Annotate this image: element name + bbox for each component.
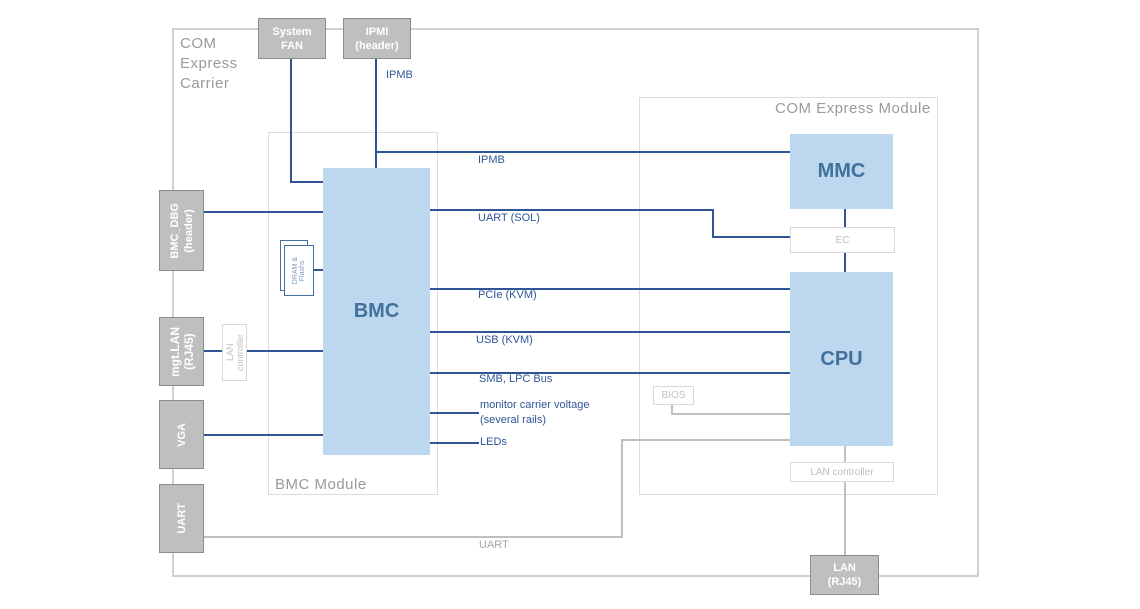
- uart-label: UART: [175, 503, 188, 534]
- pcie-kvm-bus-label: PCIe (KVM): [478, 289, 537, 301]
- ipmi-header-connector: IPMI (header): [343, 18, 411, 59]
- bmc-dbg-line: [203, 211, 324, 213]
- bios-line-v: [671, 404, 673, 415]
- system-fan-connector: System FAN: [258, 18, 326, 59]
- vga-label: VGA: [175, 422, 188, 447]
- bmc-module-label: BMC Module: [275, 476, 367, 493]
- uart-console-line-v: [621, 439, 623, 537]
- lan-label: LAN (RJ45): [827, 562, 862, 588]
- mgt-lan-label: mgt.LAN (RJ45): [167, 326, 196, 377]
- com-express-module-frame: [639, 97, 938, 495]
- mmc-ec-line: [844, 208, 846, 227]
- ipmi-header-label: IPMI (header): [355, 25, 399, 52]
- ec-block: EC: [790, 227, 895, 253]
- ipmb-header-bus-label: IPMB: [386, 69, 413, 81]
- com-express-module-label: COM Express Module: [775, 100, 931, 117]
- leds-line: [429, 442, 479, 444]
- uart-connector: UART: [159, 484, 204, 553]
- usb-line: [429, 331, 790, 333]
- monitor-voltage-bus-label: monitor carrier voltage (several rails): [480, 399, 590, 426]
- smb-lpc-line: [429, 372, 790, 374]
- system-fan-label: System FAN: [272, 25, 312, 52]
- carrier-label: COM Express Carrier: [180, 35, 238, 92]
- mgt-lan-line: [203, 350, 324, 352]
- bmc-module-frame: [268, 132, 438, 495]
- pcie-line: [429, 288, 790, 290]
- bios-line-h: [671, 413, 790, 415]
- bios-label: BIOS: [661, 390, 686, 401]
- bmc-dbg-label: BMC_DBG (header): [168, 202, 195, 259]
- mmc-label: MMC: [817, 160, 866, 182]
- cpu-lan-line-b: [844, 481, 846, 556]
- bmc-chip: BMC: [323, 168, 430, 455]
- bmc-label: BMC: [353, 300, 400, 322]
- ipmb-line: [376, 151, 790, 153]
- smb-lpc-bus-label: SMB, LPC Bus: [479, 373, 553, 385]
- vga-connector: VGA: [159, 400, 204, 469]
- lan-connector: LAN (RJ45): [810, 555, 879, 595]
- leds-bus-label: LEDs: [480, 436, 507, 448]
- bmc-dbg-connector: BMC_DBG (header): [159, 190, 204, 271]
- ec-label: EC: [835, 234, 850, 246]
- com-express-carrier-frame: [172, 28, 979, 577]
- dram-flash-block: DRAM & Flashs: [284, 245, 314, 296]
- fan-line-h: [290, 181, 324, 183]
- cpu-chip: CPU: [790, 272, 893, 446]
- bios-block: BIOS: [653, 386, 694, 405]
- vga-line: [203, 434, 324, 436]
- mgt-lan-connector: mgt.LAN (RJ45): [159, 317, 204, 386]
- usb-kvm-bus-label: USB (KVM): [476, 334, 533, 346]
- dram-line: [313, 269, 324, 271]
- fan-line-v: [290, 58, 292, 182]
- bmc-lan-controller: LAN controller: [222, 324, 247, 381]
- uart-sol-line-a: [429, 209, 714, 211]
- uart-sol-line-b: [712, 236, 791, 238]
- mmc-chip: MMC: [790, 134, 893, 209]
- cpu-lan-controller-label: LAN controller: [810, 466, 874, 478]
- dram-flash-label: DRAM & Flashs: [292, 256, 306, 285]
- cpu-label: CPU: [820, 347, 863, 370]
- uart-sol-line-v: [712, 209, 714, 238]
- ipmb-bus-label: IPMB: [478, 154, 505, 166]
- uart-console-line-a: [622, 439, 790, 441]
- uart-sol-bus-label: UART (SOL): [478, 212, 540, 224]
- ipmi-header-line: [375, 58, 377, 169]
- uart-console-bus-label: UART: [479, 539, 509, 551]
- monitor-voltage-line: [429, 412, 479, 414]
- uart-console-line-b: [203, 536, 623, 538]
- cpu-lan-controller: LAN controller: [790, 462, 894, 482]
- bmc-lan-controller-label: LAN controller: [224, 333, 245, 371]
- cpu-lan-line-a: [844, 445, 846, 463]
- ec-cpu-line: [844, 252, 846, 272]
